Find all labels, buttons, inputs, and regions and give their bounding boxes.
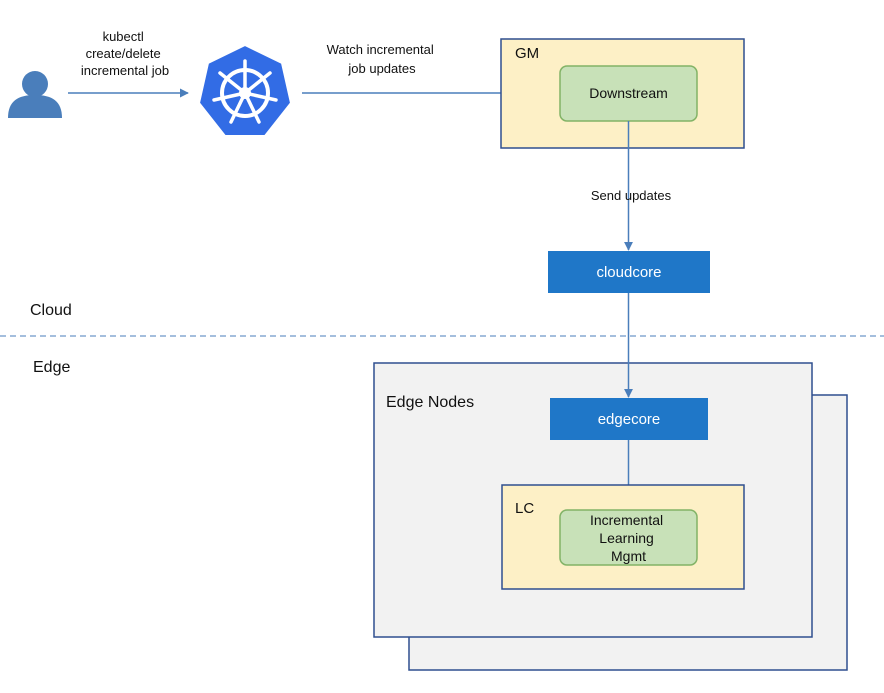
watch-updates-label: Watch incremental job updates — [327, 42, 438, 76]
gm-title: GM — [515, 45, 539, 62]
lc-title: LC — [515, 500, 534, 517]
watch-label-line: job updates — [347, 61, 416, 76]
module-label-line: Incremental — [590, 512, 663, 528]
cloudcore-box — [548, 251, 710, 293]
user-action-line: kubectl — [103, 29, 144, 44]
edge-zone-label: Edge — [33, 359, 70, 376]
module-label-line: Mgmt — [611, 548, 646, 564]
user-action-line: create/delete — [86, 46, 161, 61]
module-label-line: Learning — [599, 530, 654, 546]
edgecore-label: edgecore — [598, 411, 661, 428]
user-icon — [8, 71, 62, 118]
cloudcore-label: cloudcore — [596, 264, 661, 281]
downstream-label: Downstream — [589, 85, 668, 101]
incremental-learning-mgmt-label: Incremental Learning Mgmt — [590, 512, 667, 564]
send-updates-label: Send updates — [591, 188, 672, 203]
edgecore-box — [550, 398, 708, 440]
watch-label-line: Watch incremental — [327, 42, 434, 57]
cloud-zone-label: Cloud — [30, 302, 72, 319]
user-action-label: kubectl create/delete incremental job — [81, 29, 169, 78]
edge-nodes-title: Edge Nodes — [386, 394, 474, 411]
incremental-learning-mgmt-module — [559, 509, 698, 566]
kubernetes-icon — [197, 43, 293, 137]
user-action-line: incremental job — [81, 63, 169, 78]
